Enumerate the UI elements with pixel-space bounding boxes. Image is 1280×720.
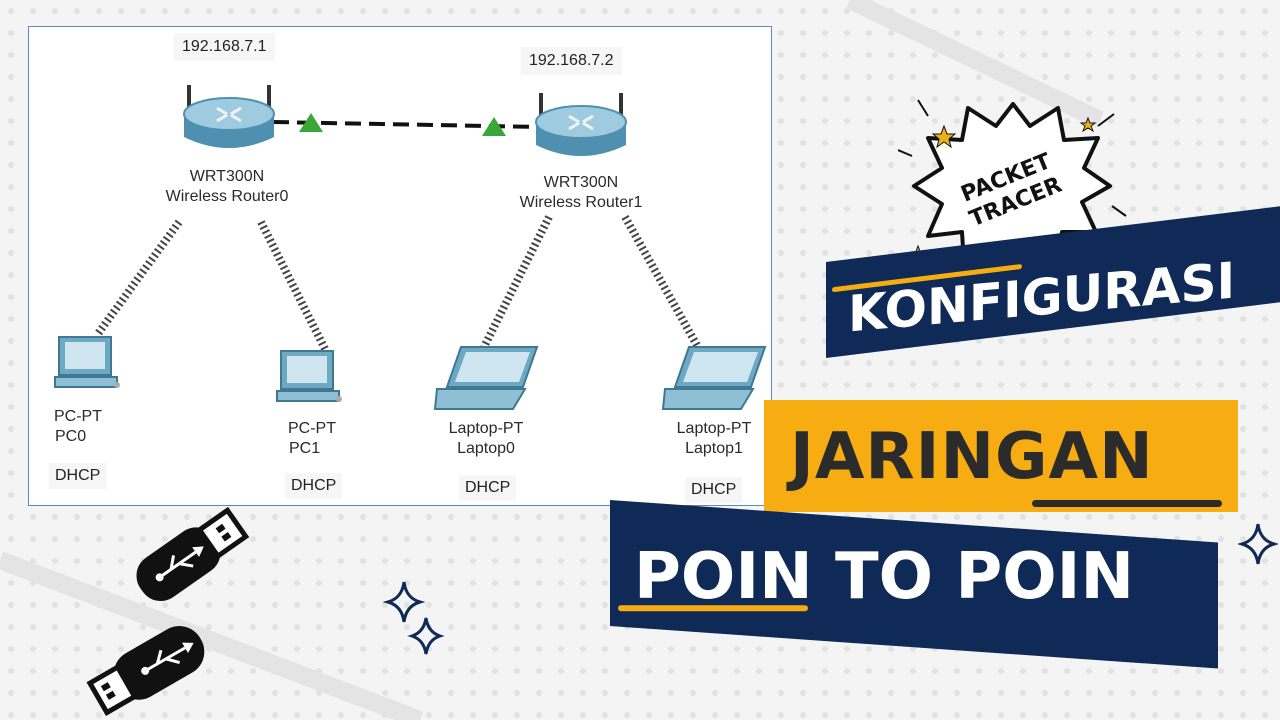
router0-ip: 192.168.7.1 xyxy=(174,33,275,61)
laptop1-dhcp: DHCP xyxy=(685,477,743,503)
laptop0-dhcp: DHCP xyxy=(459,475,517,501)
title-line2: JARINGAN xyxy=(790,420,1154,494)
wireless-link-router1-laptop1 xyxy=(621,215,703,351)
laptop0-name: Laptop0 xyxy=(457,440,515,457)
pc0-type: PC-PT xyxy=(54,408,102,425)
link-status-up-icon xyxy=(482,117,506,136)
router1-name: Wireless Router1 xyxy=(519,194,643,211)
router1-label: WRT300N Wireless Router1 xyxy=(491,173,671,213)
laptop1-label: Laptop-PT Laptop1 xyxy=(659,419,769,459)
desktop-pc-icon[interactable] xyxy=(273,347,343,407)
packet-tracer-badge: PACKET TRACER xyxy=(898,99,1127,277)
pc1-type: PC-PT xyxy=(288,420,336,437)
topology-links xyxy=(93,113,703,351)
pc0-dhcp: DHCP xyxy=(49,463,107,489)
pc0-name: PC0 xyxy=(55,428,87,445)
banner2-underline xyxy=(1032,500,1222,507)
router0-label: WRT300N Wireless Router0 xyxy=(137,167,317,207)
pc1-name: PC1 xyxy=(289,440,321,457)
pc1-label: PC-PT PC1 xyxy=(277,419,347,459)
laptop-icon[interactable] xyxy=(433,345,543,411)
router1-ip: 192.168.7.2 xyxy=(521,47,622,75)
router0-model: WRT300N xyxy=(189,168,265,185)
sparkle-icon xyxy=(382,581,445,655)
network-topology-panel: 192.168.7.1 WRT300N Wireless Router0 192… xyxy=(28,26,772,506)
banner3-accent-line xyxy=(618,605,808,612)
laptop0-type: Laptop-PT xyxy=(448,420,524,437)
laptop0-label: Laptop-PT Laptop0 xyxy=(431,419,541,459)
router0-name: Wireless Router0 xyxy=(165,188,289,205)
link-status-up-icon xyxy=(299,113,323,132)
wireless-link-router0-pc0 xyxy=(93,219,183,338)
sparkle-icon xyxy=(1238,523,1278,565)
wireless-link-router1-laptop0 xyxy=(480,215,553,349)
pc1-dhcp: DHCP xyxy=(285,473,343,499)
usb-drive-icon xyxy=(136,506,250,602)
usb-drive-icon xyxy=(86,626,205,717)
wireless-link-router0-pc1 xyxy=(257,220,329,351)
router1-model: WRT300N xyxy=(543,174,619,191)
wireless-router-icon[interactable] xyxy=(531,87,631,167)
desktop-pc-icon[interactable] xyxy=(51,333,121,393)
laptop-icon[interactable] xyxy=(661,345,771,411)
title-line3: POIN TO POIN xyxy=(634,540,1134,615)
pc0-label: PC-PT PC0 xyxy=(43,407,113,447)
laptop1-name: Laptop1 xyxy=(685,440,743,457)
wireless-router-icon[interactable] xyxy=(179,79,279,159)
laptop1-type: Laptop-PT xyxy=(676,420,752,437)
title-banner-2: JARINGAN xyxy=(764,400,1238,512)
